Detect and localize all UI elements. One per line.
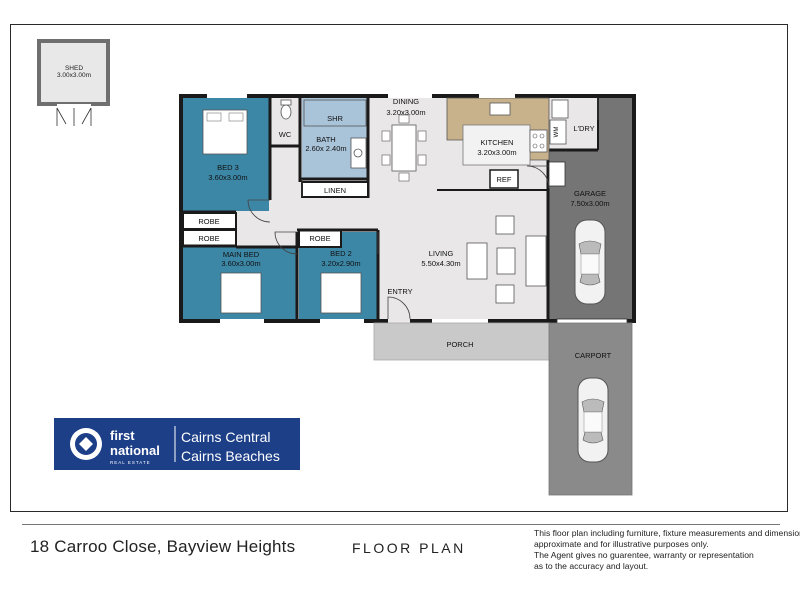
window	[432, 319, 488, 323]
robe-2-label: ROBE	[198, 234, 219, 243]
garage-label: GARAGE	[574, 189, 606, 198]
toilet-icon	[280, 104, 292, 120]
garage-step	[548, 161, 566, 187]
shed-floor	[41, 43, 106, 102]
entry-label: ENTRY	[387, 287, 412, 296]
logo-office-1: Cairns Central	[181, 429, 270, 445]
laundry-tub-icon	[551, 99, 569, 119]
bed2-bed	[320, 272, 362, 314]
first-national-logo: first national REAL ESTATE Cairns Centra…	[54, 418, 300, 470]
shed-doors	[56, 107, 92, 126]
main-bed-bed	[220, 272, 262, 314]
logo-national: national	[110, 443, 160, 458]
garage-car-icon	[574, 219, 606, 305]
window	[320, 319, 364, 323]
carport-label: CARPORT	[575, 351, 612, 360]
robe-3-label: ROBE	[309, 234, 330, 243]
shed-label: SHED	[65, 65, 83, 72]
wc-label: WC	[279, 130, 292, 139]
disclaimer-line: as to the accuracy and layout.	[534, 561, 649, 571]
entry-door-gap	[388, 319, 410, 323]
floor-plan-title: FLOOR PLAN	[352, 540, 466, 556]
bed3-size: 3.60x3.00m	[208, 173, 247, 182]
house	[179, 94, 636, 326]
entry-door-swing	[387, 296, 411, 320]
shr-label: SHR	[327, 114, 343, 123]
dining-label: DINING	[393, 97, 419, 106]
disclaimer: This floor plan including furniture, fix…	[534, 528, 800, 572]
bath-label: BATH	[316, 135, 335, 144]
sofa-right	[525, 235, 547, 287]
shed: SHED 3.00x3.00m	[37, 39, 110, 126]
shed-door-gap	[57, 104, 91, 108]
window	[220, 319, 264, 323]
plan-frame	[10, 24, 788, 512]
main-bed-size: 3.60x3.00m	[221, 259, 260, 268]
shed-size: 3.00x3.00m	[57, 72, 91, 79]
window	[479, 94, 515, 98]
dining-size: 3.20x3.00m	[386, 108, 425, 117]
first-national-emblem-icon	[70, 428, 102, 460]
dining-table	[391, 124, 417, 172]
coffee-table	[496, 247, 516, 275]
porch-label: PORCH	[446, 340, 473, 349]
bath-size: 2.60x 2.40m	[305, 144, 346, 153]
linen-label: LINEN	[324, 186, 346, 195]
kitchen-size: 3.20x3.00m	[477, 148, 516, 157]
footer-divider	[22, 524, 780, 525]
carport-car-icon	[577, 377, 609, 463]
bed3-label: BED 3	[217, 163, 239, 172]
main-bed-label: MAIN BED	[223, 250, 260, 259]
cooktop-icon	[529, 129, 548, 153]
logo-office-2: Cairns Beaches	[181, 448, 280, 464]
window	[388, 94, 432, 98]
washing-machine	[549, 119, 567, 145]
vanity	[350, 137, 367, 169]
disclaimer-line: This floor plan including furniture, fix…	[534, 528, 800, 538]
garage-size: 7.50x3.00m	[570, 199, 609, 208]
disclaimer-line: approximate and for illustrative purpose…	[534, 539, 709, 549]
fridge	[489, 169, 519, 189]
bed2-label: BED 2	[330, 249, 352, 258]
armchair-bottom	[495, 284, 515, 304]
living-label: LIVING	[429, 249, 454, 258]
logo-real-estate: REAL ESTATE	[110, 460, 151, 465]
logo-first: first	[110, 428, 135, 443]
robe-1-label: ROBE	[198, 217, 219, 226]
wm-label: WM	[554, 127, 560, 138]
armchair-top	[495, 215, 515, 235]
laundry-label: L'DRY	[573, 124, 594, 133]
ref-label: REF	[497, 175, 512, 184]
shower	[303, 99, 367, 127]
property-address: 18 Carroo Close, Bayview Heights	[30, 537, 296, 556]
living-size: 5.50x4.30m	[421, 259, 460, 268]
window	[207, 94, 247, 98]
kitchen-label: KITCHEN	[481, 138, 514, 147]
sink-icon	[489, 102, 511, 116]
sofa-left	[466, 242, 488, 280]
bed2-size: 3.20x2.90m	[321, 259, 360, 268]
basin-icon	[353, 148, 363, 158]
disclaimer-line: The Agent gives no guarentee, warranty o…	[534, 550, 754, 560]
kitchen-island	[462, 124, 531, 166]
